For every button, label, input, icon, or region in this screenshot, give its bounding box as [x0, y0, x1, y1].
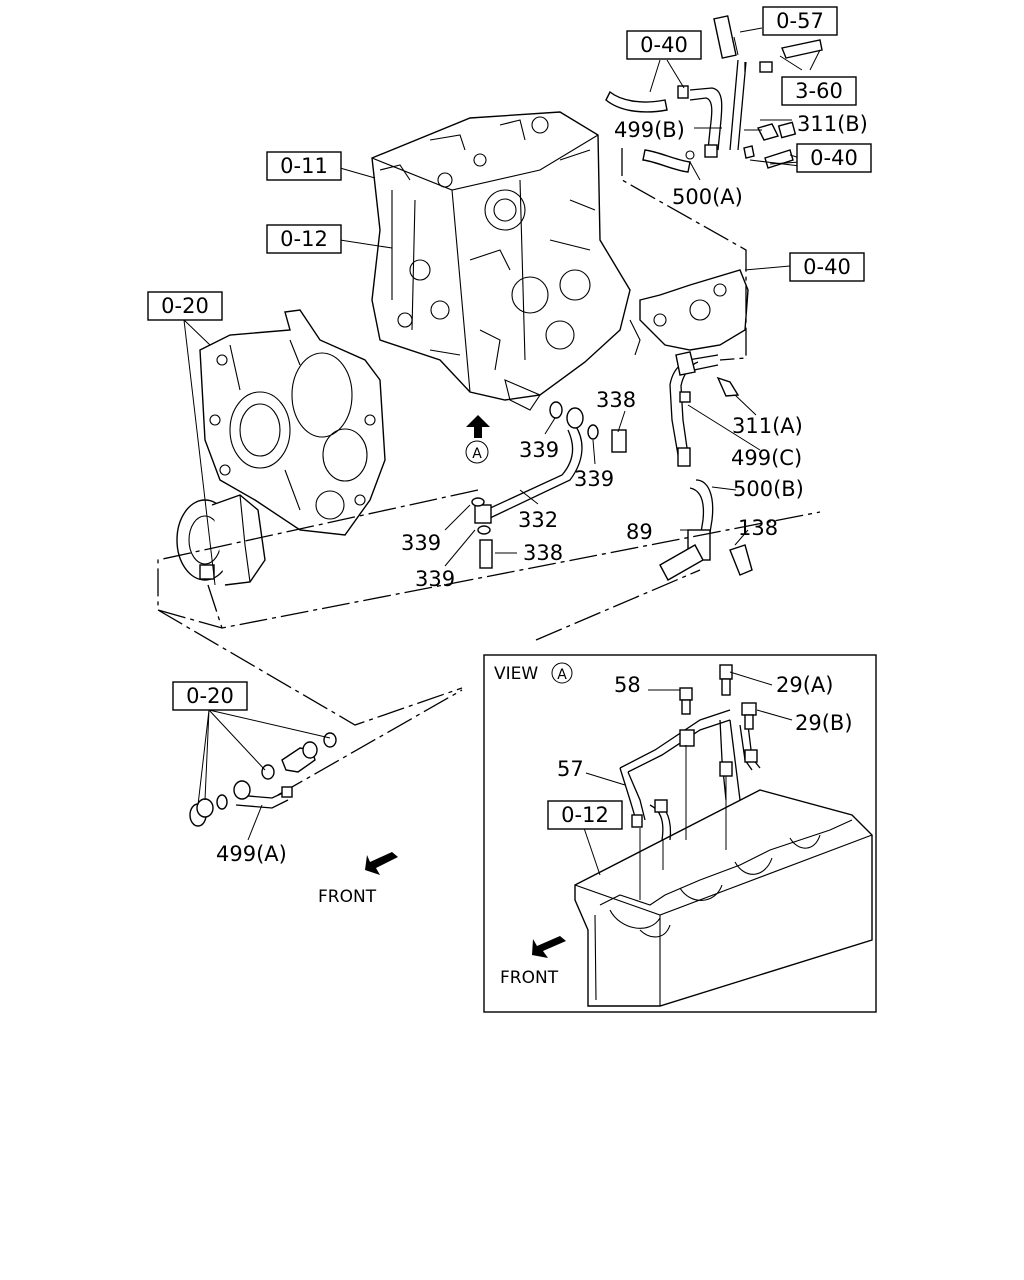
right-bracket [629, 269, 749, 356]
top-hoses [605, 15, 823, 173]
label-338-mid: 338 [523, 541, 563, 565]
label-338-top: 338 [596, 388, 636, 412]
view-a-arrow [465, 415, 490, 464]
ref-box-0-20-top: 0-20 [147, 291, 223, 321]
ref-box-0-12-inset: 0-12 [547, 800, 623, 830]
label-29a: 29(A) [776, 673, 833, 697]
vacuum-pump [176, 494, 266, 586]
label-339-b: 339 [574, 467, 614, 491]
label-339-a: 339 [519, 438, 559, 462]
ref-box-0-12-top: 0-12 [266, 224, 342, 254]
oil-pipe-332 [471, 401, 627, 569]
ref-0-57-text: 0-57 [776, 9, 824, 33]
ref-0-12-top-text: 0-12 [280, 227, 328, 251]
ref-box-0-40-mid: 0-40 [796, 143, 872, 173]
label-311b: 311(B) [797, 112, 868, 136]
front-label-left: FRONT [318, 887, 377, 907]
ref-box-0-57: 0-57 [762, 6, 838, 36]
label-499b: 499(B) [614, 118, 685, 142]
ref-0-40-mid-text: 0-40 [810, 146, 858, 170]
ref-0-40-right-text: 0-40 [803, 255, 851, 279]
label-500b: 500(B) [733, 477, 804, 501]
ref-0-12-inset-text: 0-12 [561, 803, 609, 827]
ref-0-20-bottom-text: 0-20 [186, 684, 234, 708]
ref-box-0-11: 0-11 [266, 151, 342, 181]
ref-box-3-60: 3-60 [781, 76, 857, 106]
ref-box-0-40-right: 0-40 [789, 252, 865, 282]
label-339-d: 339 [415, 567, 455, 591]
label-332: 332 [518, 508, 558, 532]
label-499c: 499(C) [731, 446, 802, 470]
label-58: 58 [614, 673, 641, 697]
timing-cover [199, 309, 386, 536]
ref-0-11-text: 0-11 [280, 154, 328, 178]
leader-lines [183, 27, 821, 841]
label-57: 57 [557, 757, 584, 781]
front-label-inset: FRONT [500, 968, 559, 988]
label-339-c: 339 [401, 531, 441, 555]
ref-3-60-text: 3-60 [795, 79, 843, 103]
ref-box-0-40-top: 0-40 [626, 30, 702, 60]
oil-pipe-right [659, 351, 753, 581]
view-label: VIEW [494, 664, 538, 684]
marker-a-text: A [472, 446, 482, 462]
label-311a: 311(A) [732, 414, 803, 438]
oil-pressure-parts [189, 732, 337, 827]
label-89: 89 [626, 520, 653, 544]
ref-0-40-top-text: 0-40 [640, 33, 688, 57]
label-29b: 29(B) [795, 711, 853, 735]
label-499a: 499(A) [216, 842, 287, 866]
label-138: 138 [738, 516, 778, 540]
engine-block [371, 111, 631, 411]
inset-view-a [483, 654, 877, 1013]
ref-0-20-top-text: 0-20 [161, 294, 209, 318]
front-arrow-left [365, 852, 398, 875]
ref-box-0-20-bottom: 0-20 [172, 681, 248, 711]
label-500a: 500(A) [672, 185, 743, 209]
view-marker-text: A [557, 667, 567, 683]
assembly-lines [157, 148, 821, 796]
